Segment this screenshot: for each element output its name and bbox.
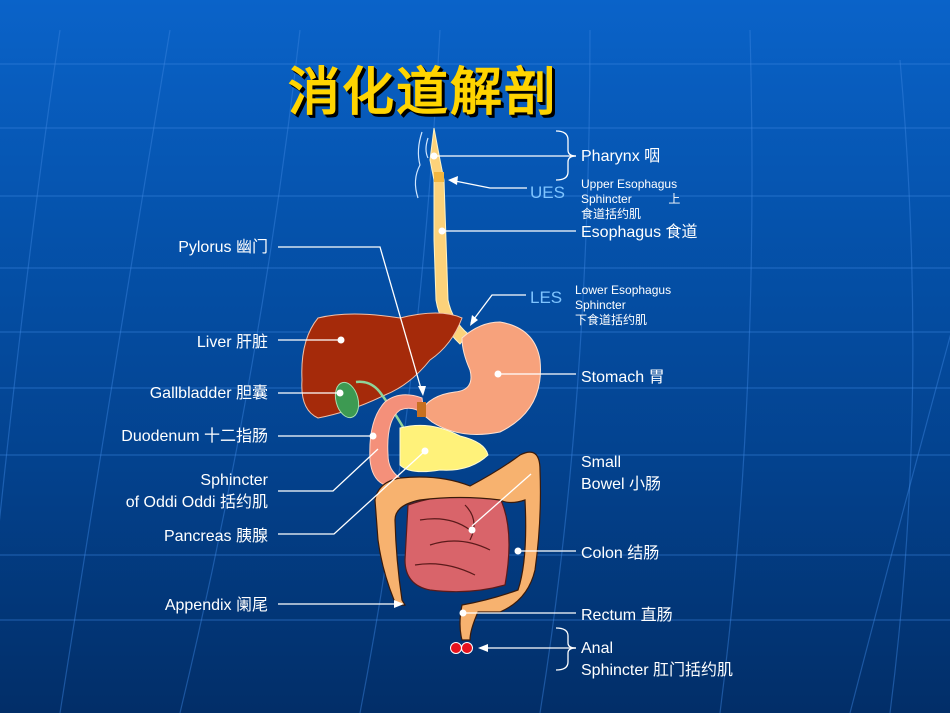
ues-desc-line-1: Upper Esophagus (581, 177, 678, 191)
anal-bracket (555, 627, 577, 671)
label-colon: Colon 结肠 (581, 545, 660, 562)
pointer-dots (336, 152, 522, 617)
label-rectum: Rectum 直肠 (581, 607, 673, 624)
label-ues: UES (530, 183, 565, 202)
small-bowel-line-2: Bowel 小肠 (581, 476, 662, 493)
oddi-line-1: Sphincter (200, 472, 268, 489)
anal-sphincter-left (450, 642, 462, 654)
label-appendix: Appendix 阑尾 (164, 597, 268, 614)
label-pylorus: Pylorus 幽门 (178, 239, 268, 256)
anal-line-2: Sphincter 肛门括约肌 (581, 662, 734, 679)
label-esophagus: Esophagus 食道 (581, 224, 698, 241)
small-bowel-line-1: Small (581, 454, 622, 471)
pancreas-shape (399, 424, 489, 473)
label-sphincter-of-oddi: Sphincter of Oddi Oddi 括约肌 (126, 470, 268, 514)
throat-outline (414, 131, 429, 199)
small-bowel-shape (404, 494, 510, 593)
label-anal-sphincter: Anal Sphincter 肛门括约肌 (581, 638, 733, 682)
ues-band (434, 172, 444, 182)
anal-sphincter-right (461, 642, 473, 654)
ues-desc-line-3: 食道括约肌 (581, 207, 642, 221)
page-title: 消化道解剖 (288, 63, 559, 123)
anal-line-1: Anal (581, 640, 614, 657)
leader-lines (278, 155, 576, 649)
label-pancreas: Pancreas 胰腺 (163, 528, 268, 545)
oddi-line-2: of Oddi Oddi 括约肌 (125, 494, 268, 511)
label-les: LES (530, 288, 563, 307)
label-liver: Liver 肝脏 (196, 334, 268, 351)
label-gallbladder: Gallbladder 胆囊 (149, 385, 268, 402)
label-small-bowel: Small Bowel 小肠 (581, 452, 661, 496)
les-desc-line-3: 下食道括约肌 (575, 313, 648, 327)
colon-shape (374, 451, 542, 641)
label-stomach: Stomach 胃 (581, 369, 665, 386)
les-desc-line-2: Sphincter (575, 298, 626, 312)
stomach-shape (419, 321, 541, 435)
label-les-desc: Lower Esophagus Sphincter 下食道括约肌 (575, 283, 671, 328)
pharynx-bracket (555, 130, 577, 181)
ues-desc-line-2: Sphincter 上 (581, 192, 681, 206)
label-ues-desc: Upper Esophagus Sphincter 上 食道括约肌 (581, 177, 680, 222)
pylorus-band (417, 402, 426, 417)
arrowheads (394, 176, 488, 652)
label-duodenum: Duodenum 十二指肠 (121, 428, 268, 445)
label-pharynx: Pharynx 咽 (581, 148, 661, 165)
esophagus-shape (429, 127, 469, 345)
les-desc-line-1: Lower Esophagus (575, 283, 672, 297)
